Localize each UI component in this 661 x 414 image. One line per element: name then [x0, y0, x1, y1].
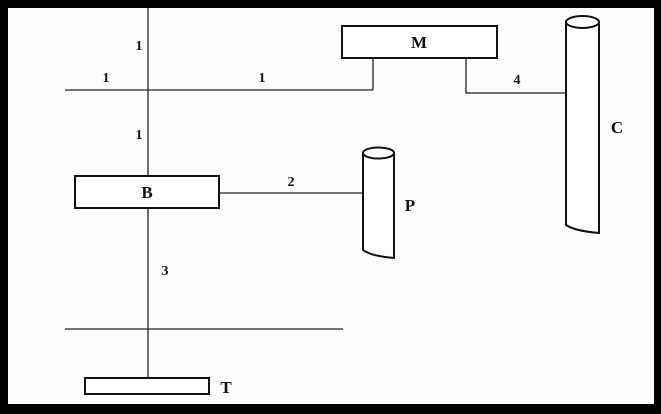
edge-label-left-horizontal: 1 — [103, 71, 110, 86]
node-m-label: M — [411, 33, 427, 52]
node-t-label: T — [220, 378, 232, 397]
edge-label-upper-vertical: 1 — [136, 128, 143, 143]
m-to-c-connector — [465, 58, 565, 94]
edge-label-top-vertical: 1 — [136, 39, 143, 54]
node-t-box — [84, 377, 210, 395]
node-c-cylinder — [565, 15, 600, 235]
edge-label-mid-horizontal: 1 — [259, 71, 266, 86]
node-m-box — [341, 25, 498, 59]
node-p-cylinder — [362, 146, 395, 260]
node-b-box — [74, 175, 220, 209]
node-b-label: B — [141, 183, 152, 202]
edge-label-b-to-t: 3 — [162, 264, 169, 279]
edge-label-m-to-c: 4 — [514, 73, 521, 88]
node-p-label: P — [405, 196, 415, 215]
node-c-label: C — [611, 118, 623, 137]
edge-label-b-to-p: 2 — [288, 175, 295, 190]
